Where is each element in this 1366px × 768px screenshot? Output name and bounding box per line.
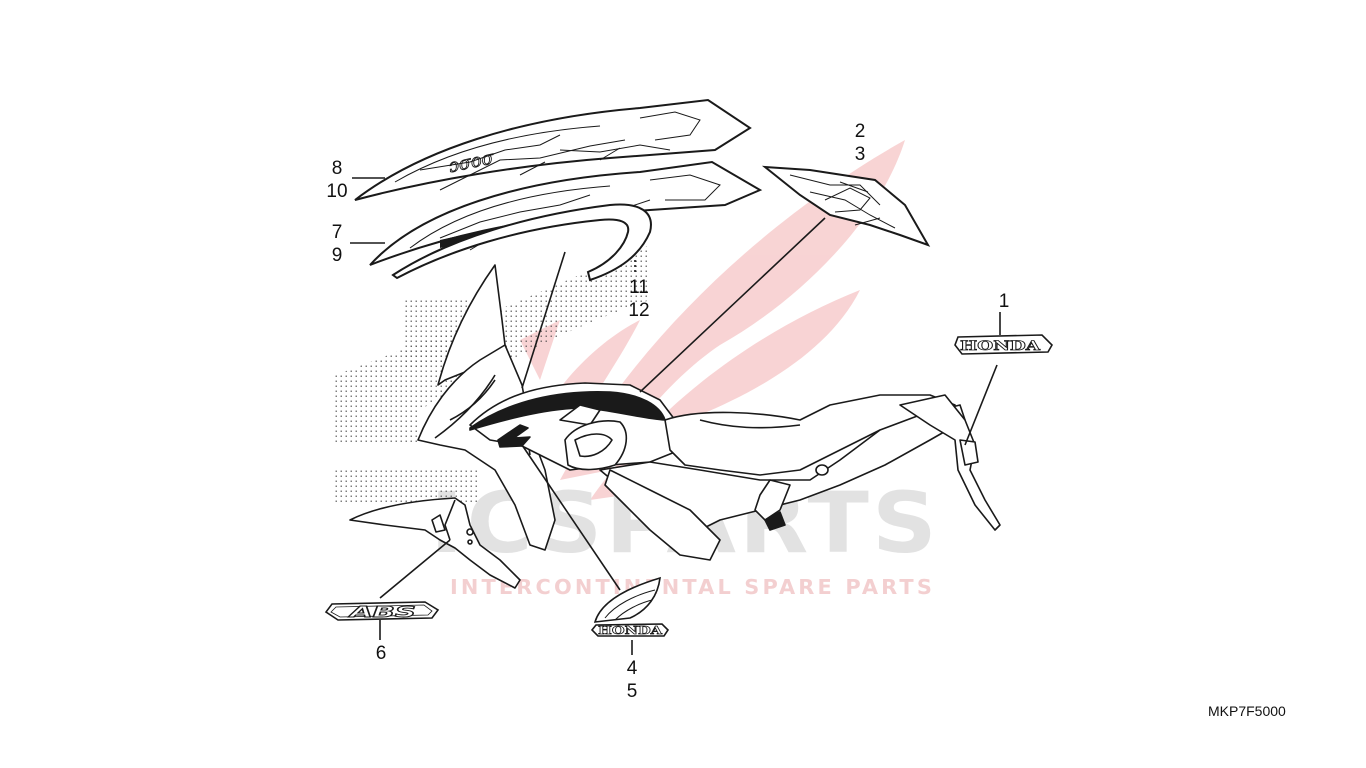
callout-1: 1 bbox=[998, 291, 1010, 312]
callout-11: 11 bbox=[629, 277, 649, 298]
callout-6: 6 bbox=[375, 643, 387, 664]
honda-emblem-rear-text: HONDA bbox=[960, 339, 1041, 354]
seat bbox=[664, 394, 956, 476]
callout-3: 3 bbox=[854, 144, 866, 165]
honda-wing-emblem: HONDA bbox=[590, 576, 670, 637]
honda-emblem-rear: HONDA bbox=[954, 334, 1053, 355]
tank-logo bbox=[497, 424, 531, 448]
lower-cowl bbox=[604, 469, 721, 561]
callout-7: 7 bbox=[331, 222, 343, 243]
watermark-tagline: INTERCONTINENTAL SPARE PARTS bbox=[450, 575, 935, 599]
license-plate-holder bbox=[899, 394, 1001, 531]
trim-strip bbox=[391, 203, 652, 282]
honda-wing-emblem-text: HONDA bbox=[598, 624, 663, 637]
abs-badge-text: ABS bbox=[348, 603, 416, 621]
tank-side-decal bbox=[761, 165, 931, 247]
callout-10: 10 bbox=[326, 181, 348, 202]
callout-9: 9 bbox=[331, 245, 343, 266]
abs-badge: ABS bbox=[324, 601, 440, 621]
callout-12: 12 bbox=[628, 300, 650, 321]
callout-4: 4 bbox=[626, 658, 638, 679]
callout-8: 8 bbox=[331, 158, 343, 179]
callout-5: 5 bbox=[626, 681, 638, 702]
leader-lines bbox=[350, 177, 1001, 655]
callout-2: 2 bbox=[854, 121, 866, 142]
diagram-reference-code: MKP7F5000 bbox=[1208, 703, 1286, 719]
stripe-decal-upper: ɔσοσ bbox=[354, 98, 752, 201]
front-fender bbox=[349, 497, 521, 589]
motorcycle-bodywork bbox=[349, 264, 1001, 589]
